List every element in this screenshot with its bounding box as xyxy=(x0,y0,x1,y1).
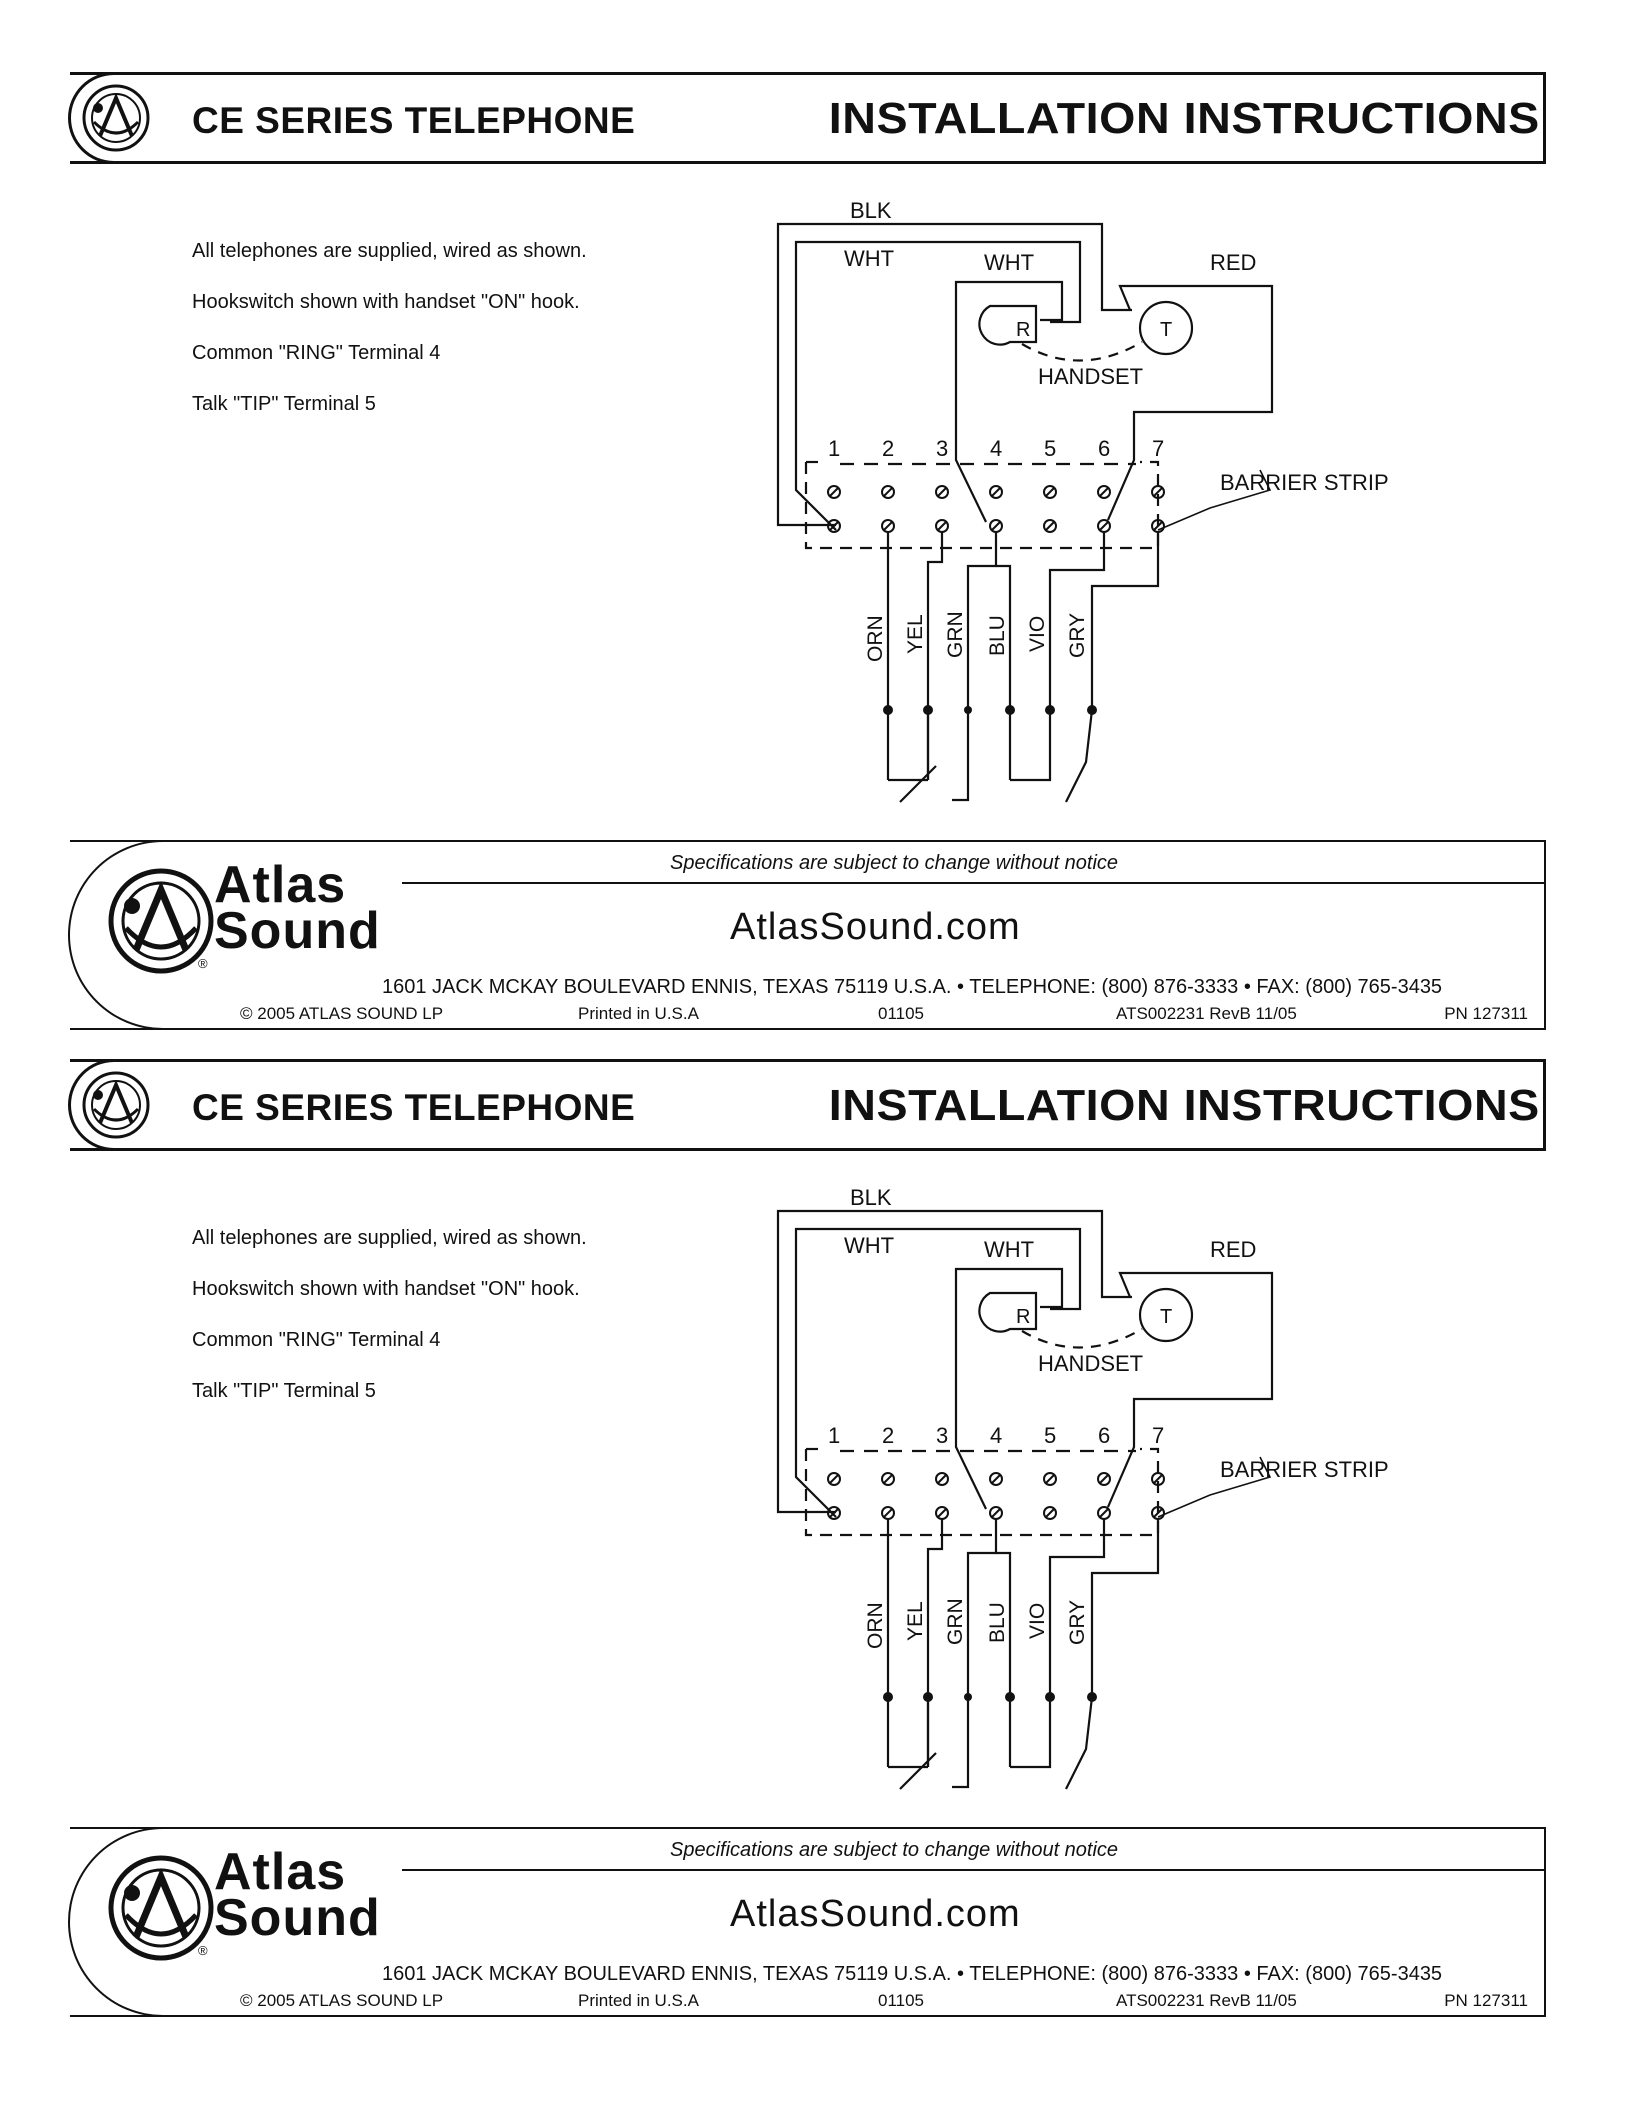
note-item: Hookswitch shown with handset "ON" hook. xyxy=(192,291,580,313)
terminal-number: 2 xyxy=(882,1423,894,1448)
wire-label: GRN xyxy=(944,611,967,658)
wire-label: VIO xyxy=(1026,1603,1049,1639)
brand-line: Atlas xyxy=(214,1843,347,1901)
wire-label: ORN xyxy=(864,615,887,662)
print-code: 01105 xyxy=(878,1004,925,1023)
spec-notice: Specifications are subject to change wit… xyxy=(670,852,1119,874)
footer: Specifications are subject to change wit… xyxy=(68,1827,1546,2017)
brand-line: Atlas xyxy=(214,856,347,914)
wiring-diagram: BLK WHT WHT RED R T HANDSET 1 2 3 4 5 6 … xyxy=(776,198,1389,803)
notes-list: All telephones are supplied, wired as sh… xyxy=(192,1213,587,1417)
note-item: All telephones are supplied, wired as sh… xyxy=(192,1227,587,1249)
terminal-number: 5 xyxy=(1044,436,1056,461)
wire-label: ORN xyxy=(864,1602,887,1649)
brand-line: Sound xyxy=(214,1889,381,1947)
printed-in: Printed in U.S.A xyxy=(578,1004,699,1023)
terminal-number: 4 xyxy=(990,1423,1002,1448)
terminal-number: 1 xyxy=(828,1423,840,1448)
doc-number: ATS002231 RevB 11/05 xyxy=(1116,1004,1297,1023)
footer-rule xyxy=(402,1869,1546,1871)
instruction-sheet: CE SERIES TELEPHONE INSTALLATION INSTRUC… xyxy=(0,987,1632,2017)
wire-label: GRY xyxy=(1066,1600,1089,1645)
wire-label: WHT xyxy=(984,1237,1034,1262)
header-frame xyxy=(68,1059,1546,1151)
footer-frame xyxy=(70,840,1546,1030)
atlas-logo-icon xyxy=(82,1071,150,1139)
handset-label: HANDSET xyxy=(1038,1351,1143,1376)
terminal-number: 6 xyxy=(1098,1423,1110,1448)
product-title: CE SERIES TELEPHONE xyxy=(192,100,636,141)
header-frame xyxy=(68,72,1546,164)
note-item: Hookswitch shown with handset "ON" hook. xyxy=(192,1278,580,1300)
instruction-sheet: CE SERIES TELEPHONE INSTALLATION INSTRUC… xyxy=(0,0,1632,1030)
note-item: Talk "TIP" Terminal 5 xyxy=(192,1380,376,1402)
wire-label: WHT xyxy=(984,250,1034,275)
copyright: © 2005 ATLAS SOUND LP xyxy=(240,1004,444,1023)
ring-label: R xyxy=(1016,319,1030,341)
note-item: Common "RING" Terminal 4 xyxy=(192,1329,441,1351)
print-code: 01105 xyxy=(878,1991,925,2010)
atlas-sound-logo-icon xyxy=(108,868,214,974)
printed-in: Printed in U.S.A xyxy=(578,1991,699,2010)
doc-number: ATS002231 RevB 11/05 xyxy=(1116,1991,1297,2010)
terminal-number: 7 xyxy=(1152,1423,1164,1448)
website-link[interactable]: AtlasSound.com xyxy=(730,1893,1021,1935)
wire-label: BLK xyxy=(850,198,892,223)
wire-label: BLU xyxy=(986,615,1009,656)
product-title: CE SERIES TELEPHONE xyxy=(192,1087,636,1128)
terminal-number: 1 xyxy=(828,436,840,461)
atlas-sound-logo-icon xyxy=(108,1855,214,1961)
footer: Specifications are subject to change wit… xyxy=(68,840,1546,1030)
wire-label: YEL xyxy=(904,1601,927,1641)
terminal-number: 6 xyxy=(1098,436,1110,461)
company-address: 1601 JACK MCKAY BOULEVARD ENNIS, TEXAS 7… xyxy=(382,1963,1443,1985)
part-number: PN 127311 xyxy=(1444,1004,1528,1023)
wire-label: GRN xyxy=(944,1598,967,1645)
terminal-number: 2 xyxy=(882,436,894,461)
wire-label: WHT xyxy=(844,246,894,271)
wire-label: VIO xyxy=(1026,616,1049,652)
barrier-strip-label: BARRIER STRIP xyxy=(1220,1457,1389,1482)
note-item: Common "RING" Terminal 4 xyxy=(192,342,441,364)
terminal-number: 4 xyxy=(990,436,1002,461)
terminal-number: 3 xyxy=(936,1423,948,1448)
wire-label: YEL xyxy=(904,614,927,654)
copyright: © 2005 ATLAS SOUND LP xyxy=(240,1991,444,2010)
note-item: Talk "TIP" Terminal 5 xyxy=(192,393,376,415)
wire-label: BLK xyxy=(850,1185,892,1210)
wire-label: RED xyxy=(1210,250,1256,275)
brand-line: Sound xyxy=(214,902,381,960)
wire-label: WHT xyxy=(844,1233,894,1258)
registered-mark: ® xyxy=(198,956,208,971)
wire-label: BLU xyxy=(986,1602,1009,1643)
wire-label: RED xyxy=(1210,1237,1256,1262)
footer-frame xyxy=(70,1827,1546,2017)
website-link[interactable]: AtlasSound.com xyxy=(730,906,1021,948)
footer-rule xyxy=(402,882,1546,884)
barrier-strip-label: BARRIER STRIP xyxy=(1220,470,1389,495)
terminal-number: 3 xyxy=(936,436,948,461)
part-number: PN 127311 xyxy=(1444,1991,1528,2010)
brand-name: Atlas Sound xyxy=(214,1843,381,1947)
document-title: INSTALLATION INSTRUCTIONS xyxy=(828,94,1540,143)
note-item: All telephones are supplied, wired as sh… xyxy=(192,240,587,262)
brand-name: Atlas Sound xyxy=(214,856,381,960)
document-title: INSTALLATION INSTRUCTIONS xyxy=(828,1081,1540,1130)
terminal-number: 7 xyxy=(1152,436,1164,461)
terminal-number: 5 xyxy=(1044,1423,1056,1448)
registered-mark: ® xyxy=(198,1943,208,1958)
handset-label: HANDSET xyxy=(1038,364,1143,389)
spec-notice: Specifications are subject to change wit… xyxy=(670,1839,1119,1861)
wiring-diagram: BLK WHT WHT RED R T HANDSET 1 2 3 4 5 6 … xyxy=(776,1185,1389,1790)
tip-label: T xyxy=(1160,1306,1172,1328)
atlas-logo-icon xyxy=(82,84,150,152)
ring-label: R xyxy=(1016,1306,1030,1328)
tip-label: T xyxy=(1160,319,1172,341)
company-address: 1601 JACK MCKAY BOULEVARD ENNIS, TEXAS 7… xyxy=(382,976,1443,998)
wire-label: GRY xyxy=(1066,613,1089,658)
notes-list: All telephones are supplied, wired as sh… xyxy=(192,226,587,430)
